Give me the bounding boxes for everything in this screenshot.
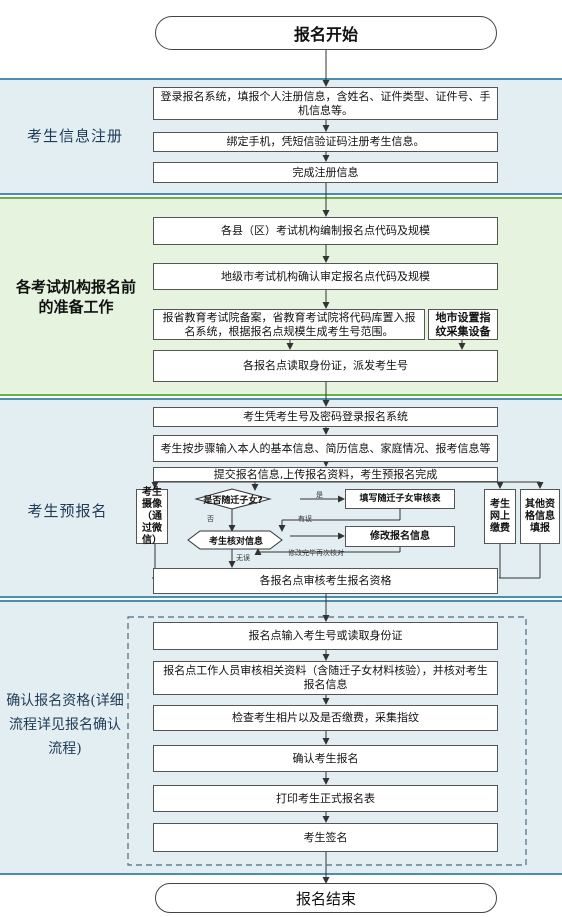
- s4-sign-box: 考生签名: [153, 823, 498, 852]
- label-yes: 是: [316, 491, 323, 499]
- label-modify-done: 修改完毕再次核对: [288, 549, 344, 557]
- s1-login-box: 登录报名系统，填报个人注册信息，含姓名、证件类型、证件号、手机信息等。: [153, 87, 498, 120]
- s3-verify: 考生核对信息: [208, 536, 263, 547]
- label-no: 否: [207, 515, 214, 523]
- s4-confirm-box: 确认考生报名: [153, 745, 498, 772]
- s3-review-box: 各报名点审核考生报名资格: [153, 568, 498, 594]
- s2-idcard-box: 各报名点读取身份证，派发考生号: [153, 350, 498, 382]
- end-label: 报名结束: [295, 889, 356, 908]
- s4-check-photo-box: 检查考生相片以及是否缴费，采集指纹: [153, 705, 498, 731]
- stage-label-registration: 考生信息注册: [26, 126, 123, 145]
- s3-fill-form-box: 填写随迁子女审核表: [345, 489, 455, 509]
- end-terminal: 报名结束: [155, 883, 497, 913]
- stage-label-preparation: 各考试机构报名前的准备工作: [15, 278, 136, 316]
- s3-login-box: 考生凭考生号及密码登录报名系统: [153, 407, 498, 427]
- label-no-error: 无误: [236, 554, 250, 562]
- s3-pay-box: 考生网上缴费: [484, 489, 516, 544]
- s4-input-id-box: 报名点输入考生号或读取身份证: [153, 622, 498, 650]
- s3-modify-box: 修改报名信息: [345, 526, 455, 547]
- s3-other-box: 其他资格信息填报: [520, 489, 560, 544]
- label-has-error: 有误: [298, 515, 312, 523]
- start-terminal: 报名开始: [155, 16, 497, 50]
- s3-decision: 是否随迁子女?: [203, 495, 263, 506]
- s2-province-box: 报省教育考试院备案，省教育考试院将代码库置入报名系统，根据报名点规模生成考生号范…: [153, 309, 425, 340]
- s2-city-box: 地级市考试机构确认审定报名点代码及规模: [153, 263, 498, 290]
- s1-bind-phone-box: 绑定手机，凭短信验证码注册考生信息。: [153, 132, 498, 152]
- s4-staff-review-box: 报名点工作人员审核相关资料（含随迁子女材料核验），并核对考生报名信息: [153, 661, 498, 695]
- s3-submit-box: 提交报名信息,上传报名资料，考生预报名完成: [153, 467, 498, 482]
- s1-complete-box: 完成注册信息: [153, 162, 498, 183]
- band-pre-registration: [0, 398, 562, 598]
- s2-county-box: 各县（区）考试机构编制报名点代码及规模: [153, 217, 498, 245]
- s3-input-box: 考生按步骤输入本人的基本信息、简历信息、家庭情况、报考信息等: [153, 435, 498, 462]
- s4-print-box: 打印考生正式报名表: [153, 785, 498, 812]
- stage-label-confirmation: 确认报名资格(详细流程详见报名确认流程): [6, 693, 124, 757]
- s3-photo-box: 考生摄像（通过微信）: [136, 487, 168, 546]
- start-label: 报名开始: [293, 25, 358, 44]
- s2-fingerprint-box: 地市设置指纹采集设备: [428, 309, 498, 340]
- stage-label-pre-registration: 考生预报名: [27, 501, 108, 520]
